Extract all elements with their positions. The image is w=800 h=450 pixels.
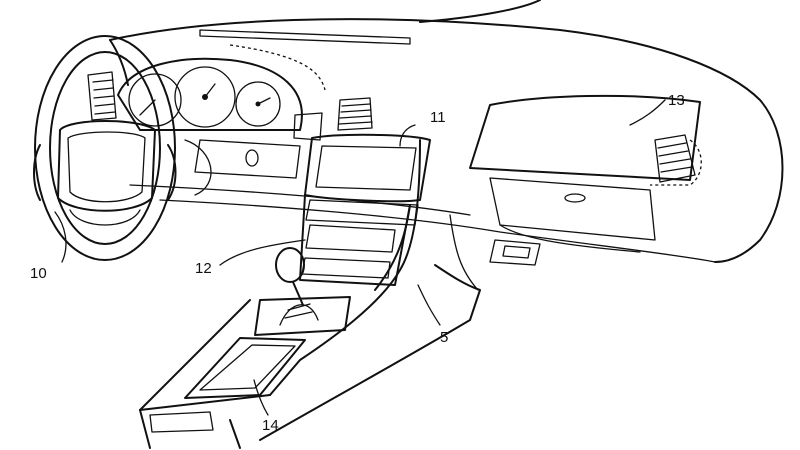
glove-box-panel xyxy=(469,94,701,266)
gear-shifter xyxy=(254,247,351,336)
left-dash-panel xyxy=(184,139,301,196)
right-air-vent xyxy=(650,134,702,186)
steering-wheel xyxy=(33,35,177,261)
display-unit xyxy=(304,133,431,226)
numeral-13: 13 xyxy=(668,92,685,109)
reference-numerals: 10 11 12 13 14 5 xyxy=(30,92,685,434)
numeral-12: 12 xyxy=(195,260,212,277)
left-air-vent xyxy=(87,71,117,121)
storage-bin xyxy=(149,337,306,433)
center-stack xyxy=(299,194,411,286)
leader-lines xyxy=(54,99,666,416)
numeral-10: 10 xyxy=(30,265,47,282)
numeral-11: 11 xyxy=(430,109,446,126)
numeral-5: 5 xyxy=(440,329,448,346)
center-air-vent xyxy=(293,97,373,141)
instrument-cluster xyxy=(117,57,303,131)
numeral-14: 14 xyxy=(262,417,279,434)
center-console xyxy=(139,139,481,449)
